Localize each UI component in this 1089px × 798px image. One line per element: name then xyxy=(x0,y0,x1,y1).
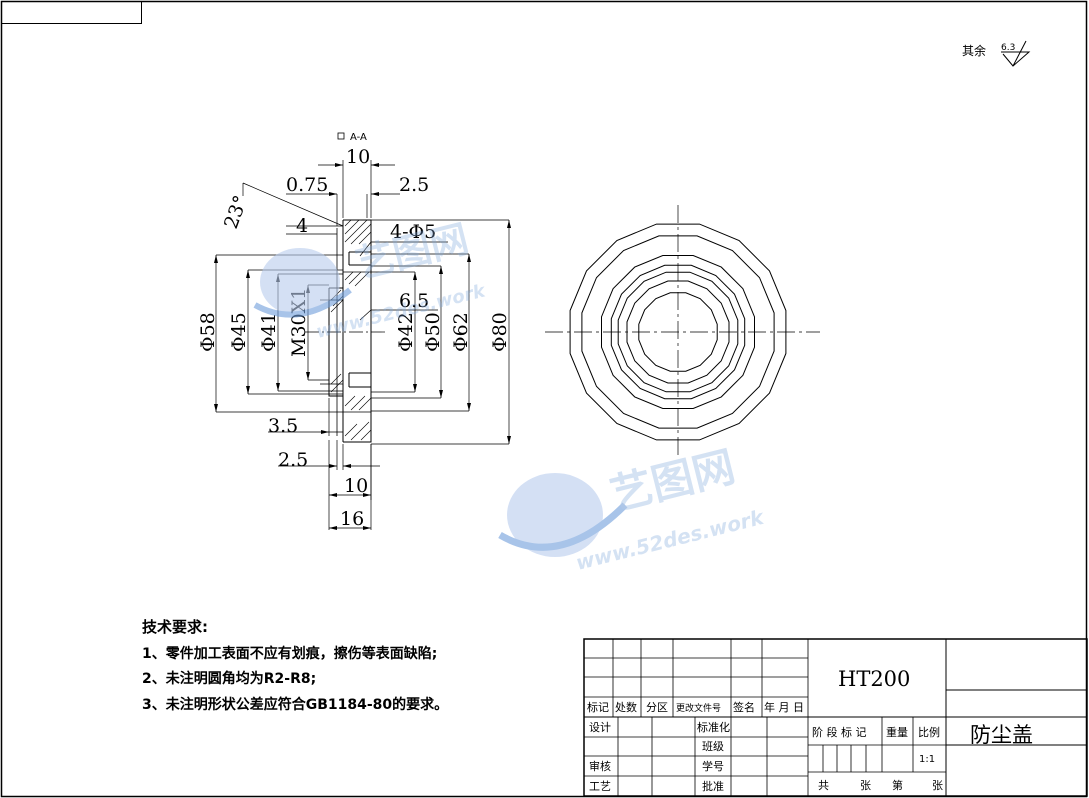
section-label-text: A-A xyxy=(350,132,367,143)
part-name: 防尘盖 xyxy=(970,723,1033,747)
tech-req-item-2: 2、未注明圆角均为R2-R8; xyxy=(142,670,316,687)
dim-16: 16 xyxy=(340,508,364,530)
label-scale: 比例 xyxy=(918,725,940,739)
scale-value: 1:1 xyxy=(919,754,935,765)
ring-42 xyxy=(617,271,739,393)
corner-box xyxy=(1,1,142,24)
watermark-brand-center: 艺图网 xyxy=(606,442,740,520)
sheet-unit-label-1: 张 xyxy=(860,779,871,792)
ring-41 xyxy=(626,280,730,384)
tech-req-item-1: 1、零件加工表面不应有划痕，擦伤等表面缺陷; xyxy=(142,645,437,662)
surface-finish-value: 6.3 xyxy=(1001,43,1015,53)
tech-req-title: 技术要求: xyxy=(142,618,208,636)
dim-dia-50: Φ50 xyxy=(422,312,444,352)
front-view xyxy=(545,205,820,455)
ring-45 xyxy=(610,264,746,400)
rev-header-3: 分区 xyxy=(646,701,668,714)
dim-10-bottom: 10 xyxy=(344,475,368,497)
sheet-total-label: 共 xyxy=(818,779,829,792)
dim-2-5-bottom: 2.5 xyxy=(278,449,308,471)
rev-header-1: 标记 xyxy=(587,700,609,714)
dim-2-5-top: 2.5 xyxy=(399,174,429,196)
label-design: 设计 xyxy=(589,721,611,734)
label-class: 班级 xyxy=(702,740,724,753)
rev-header-6: 年 月 日 xyxy=(764,700,804,714)
dim-6-5: 6.5 xyxy=(399,290,429,312)
title-block-texts: HT200 防尘盖 标记 处数 分区 更改文件号 签名 年 月 日 设计 审核 … xyxy=(587,667,1033,793)
dim-dia-80: Φ80 xyxy=(489,312,511,352)
label-approve: 批准 xyxy=(702,779,724,793)
dim-dia-41: Φ41 xyxy=(258,312,280,352)
label-review: 审核 xyxy=(589,759,611,773)
dim-4: 4 xyxy=(296,215,308,237)
dim-angle-23: 23° xyxy=(220,193,252,232)
material-text: HT200 xyxy=(838,667,910,691)
technical-requirements: 技术要求: 1、零件加工表面不应有划痕，擦伤等表面缺陷; 2、未注明圆角均为R2… xyxy=(142,618,448,713)
ring-62 xyxy=(581,235,775,429)
dim-dia-62: Φ62 xyxy=(450,312,472,352)
watermark-center: 艺图网 www.52des.work xyxy=(498,442,767,575)
dim-dia-58: Φ58 xyxy=(197,312,219,352)
rev-header-5: 签名 xyxy=(733,700,755,714)
section-label: A-A xyxy=(337,132,367,143)
dim-0-75: 0.75 xyxy=(286,174,328,196)
ring-50 xyxy=(601,255,755,409)
label-process: 工艺 xyxy=(589,780,611,793)
dim-3-5: 3.5 xyxy=(268,415,298,437)
surface-finish-label: 其余 xyxy=(962,43,986,58)
label-stage-mark: 阶 段 标 记 xyxy=(812,725,867,739)
sheet-number-label: 第 xyxy=(892,778,903,792)
title-block xyxy=(583,638,1088,797)
dim-dia-42: Φ42 xyxy=(395,312,417,352)
surface-finish-symbol: 其余 6.3 xyxy=(962,40,1031,67)
rev-header-2: 处数 xyxy=(615,701,637,714)
dim-4-holes: 4-Φ5 xyxy=(390,221,436,243)
bore-30 xyxy=(638,292,718,372)
rev-header-4: 更改文件号 xyxy=(676,702,721,714)
outer-ring-80 xyxy=(569,223,787,441)
dim-dia-45: Φ45 xyxy=(228,312,250,352)
dim-10-top: 10 xyxy=(346,146,370,168)
label-standardization: 标准化 xyxy=(697,720,730,734)
label-student-no: 学号 xyxy=(702,759,724,773)
dimension-texts: 10 0.75 2.5 23° 4 4-Φ5 6.5 Φ58 Φ45 Φ41 M… xyxy=(197,146,511,530)
tech-req-item-3: 3、未注明形状公差应符合GB1184-80的要求。 xyxy=(142,696,448,713)
sheet-unit-label-2: 张 xyxy=(932,779,943,792)
label-weight: 重量 xyxy=(886,725,908,739)
